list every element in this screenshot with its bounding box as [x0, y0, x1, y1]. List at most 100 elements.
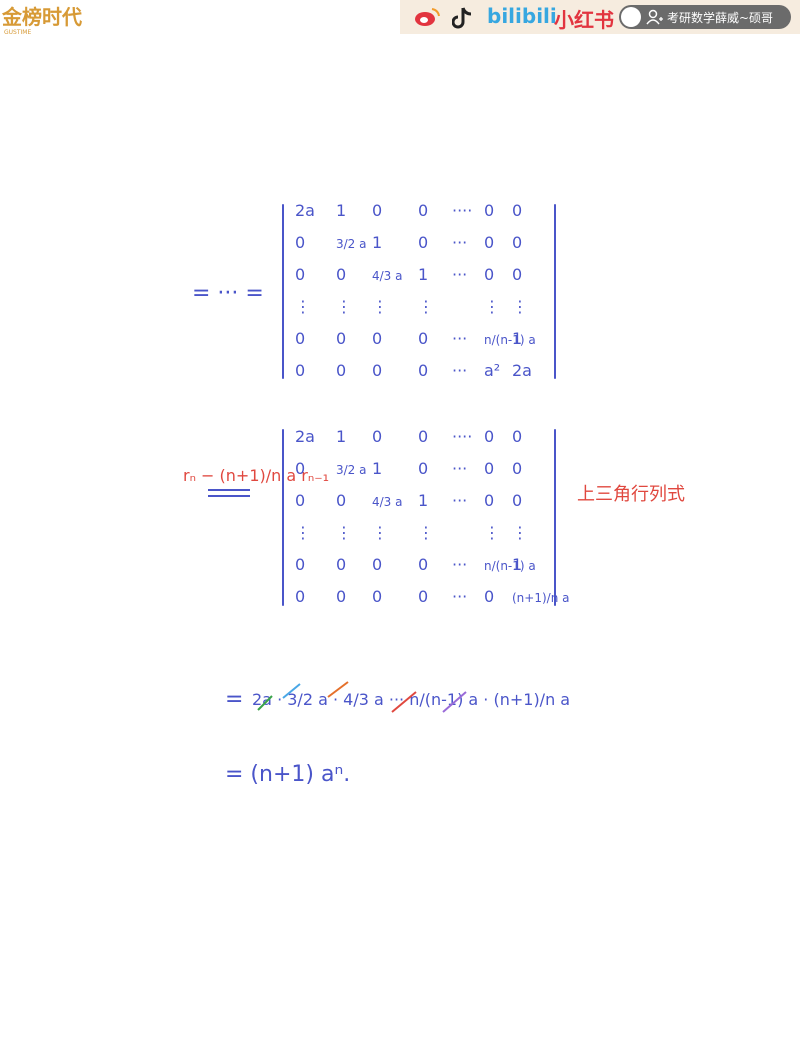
row-operation: rₙ − (n+1)/n a rₙ₋₁: [183, 466, 329, 497]
matrix-cell-r1-c1: 3/2 a: [336, 463, 366, 477]
matrix-cell-r4-c6: 1: [512, 329, 522, 348]
matrix-cell-r1-c1: 3/2 a: [336, 237, 366, 251]
matrix-cell-r1-c6: 0: [512, 459, 522, 478]
equation-3: = 2a · 3/2 a · 4/3 a ··· n/(n-1) a · (n+…: [225, 681, 570, 713]
matrix-cell-r1-c0: 0: [295, 459, 305, 478]
matrix-cell-r5-c2: 0: [372, 361, 382, 380]
matrix-cell-r5-c2: 0: [372, 587, 382, 606]
matrix-cell-r5-c3: 0: [418, 361, 428, 380]
matrix-cell-r0-c2: 0: [372, 201, 382, 220]
matrix-cell-r5-c0: 0: [295, 587, 305, 606]
matrix-cell-r2-c6: 0: [512, 491, 522, 510]
matrix-cell-r3-c5: ⋮: [484, 297, 500, 316]
matrix-cell-r1-c5: 0: [484, 233, 494, 252]
matrix-cell-r4-c4: ···: [452, 555, 467, 574]
matrix-cell-r5-c1: 0: [336, 587, 346, 606]
matrix-cell-r4-c2: 0: [372, 555, 382, 574]
matrix-cell-r5-c6: 2a: [512, 361, 532, 380]
search-pill-text: 考研数学薛威~硕哥: [667, 11, 774, 25]
cancel-stroke-red: [391, 691, 417, 713]
matrix-cell-r0-c2: 0: [372, 427, 382, 446]
matrix-cell-r0-c0: 2a: [295, 427, 315, 446]
user-add-icon: [646, 9, 663, 25]
matrix-cell-r4-c5: n/(n-1) a: [484, 559, 536, 573]
cancel-stroke-blue: [282, 683, 301, 699]
equation-1-prefix: = ··· =: [192, 281, 264, 306]
search-pill[interactable]: 考研数学薛威~硕哥: [619, 5, 791, 29]
matrix-cell-r3-c6: ⋮: [512, 523, 528, 542]
matrix-cell-r4-c0: 0: [295, 555, 305, 574]
row-operation-label: rₙ − (n+1)/n a rₙ₋₁: [183, 466, 329, 485]
cancel-stroke-purple: [442, 691, 467, 713]
matrix-cell-r2-c3: 1: [418, 491, 428, 510]
matrix-cell-r2-c0: 0: [295, 491, 305, 510]
matrix-cell-r2-c5: 0: [484, 265, 494, 284]
matrix-cell-r5-c4: ···: [452, 361, 467, 380]
matrix-cell-r4-c4: ···: [452, 329, 467, 348]
matrix-cell-r0-c3: 0: [418, 201, 428, 220]
matrix-cell-r3-c2: ⋮: [372, 297, 388, 316]
matrix-cell-r5-c0: 0: [295, 361, 305, 380]
matrix-cell-r1-c2: 1: [372, 459, 382, 478]
matrix-cell-r0-c6: 0: [512, 201, 522, 220]
brand-logo: 金榜时代 GUSTIME: [1, 5, 82, 36]
matrix-cell-r2-c0: 0: [295, 265, 305, 284]
matrix-cell-r0-c3: 0: [418, 427, 428, 446]
matrix-cell-r4-c5: n/(n-1) a: [484, 333, 536, 347]
matrix-cell-r0-c5: 0: [484, 201, 494, 220]
matrix-cell-r1-c3: 0: [418, 233, 428, 252]
bilibili-link[interactable]: bilibili: [487, 4, 557, 28]
matrix-cell-r2-c2: 4/3 a: [372, 269, 402, 283]
matrix-cell-r0-c0: 2a: [295, 201, 315, 220]
matrix-cell-r2-c4: ···: [452, 265, 467, 284]
matrix-cell-r5-c5: a²: [484, 361, 500, 380]
matrix-cell-r3-c1: ⋮: [336, 297, 352, 316]
tiktok-icon[interactable]: [452, 6, 474, 30]
matrix-cell-r5-c4: ···: [452, 587, 467, 606]
matrix-cell-r3-c0: ⋮: [295, 523, 311, 542]
cancel-stroke-green: [257, 695, 273, 711]
xiaohongshu-link[interactable]: 小红书: [554, 8, 614, 32]
matrix-cell-r5-c6: (n+1)/n a: [512, 591, 569, 605]
matrix-cell-r4-c3: 0: [418, 329, 428, 348]
matrix-cell-r3-c3: ⋮: [418, 297, 434, 316]
matrix-cell-r4-c0: 0: [295, 329, 305, 348]
matrix-cell-r4-c3: 0: [418, 555, 428, 574]
matrix-cell-r3-c2: ⋮: [372, 523, 388, 542]
matrix-cell-r4-c1: 0: [336, 329, 346, 348]
matrix-cell-r4-c2: 0: [372, 329, 382, 348]
equation-3-equals: =: [225, 687, 243, 712]
matrix-cell-r1-c0: 0: [295, 233, 305, 252]
matrix-cell-r3-c5: ⋮: [484, 523, 500, 542]
upper-triangular-note: 上三角行列式: [577, 484, 685, 505]
matrix-cell-r1-c5: 0: [484, 459, 494, 478]
matrix-cell-r1-c6: 0: [512, 233, 522, 252]
matrix-cell-r0-c4: ····: [452, 201, 472, 220]
matrix-cell-r3-c0: ⋮: [295, 297, 311, 316]
matrix-cell-r1-c4: ···: [452, 459, 467, 478]
matrix-cell-r2-c1: 0: [336, 265, 346, 284]
cancel-stroke-orange: [327, 681, 349, 698]
matrix-cell-r0-c4: ····: [452, 427, 472, 446]
matrix-cell-r0-c1: 1: [336, 427, 346, 446]
matrix-cell-r0-c1: 1: [336, 201, 346, 220]
matrix-cell-r2-c5: 0: [484, 491, 494, 510]
matrix-cell-r1-c3: 0: [418, 459, 428, 478]
matrix-cell-r4-c6: 1: [512, 555, 522, 574]
matrix-cell-r4-c1: 0: [336, 555, 346, 574]
product-expression: 2a · 3/2 a · 4/3 a ··· n/(n-1) a · (n+1)…: [252, 690, 570, 709]
matrix-cell-r0-c5: 0: [484, 427, 494, 446]
matrix-cell-r0-c6: 0: [512, 427, 522, 446]
matrix-cell-r3-c3: ⋮: [418, 523, 434, 542]
brand-logo-subtext: GUSTIME: [4, 29, 31, 36]
matrix-cell-r5-c5: 0: [484, 587, 494, 606]
matrix-cell-r5-c1: 0: [336, 361, 346, 380]
matrix-cell-r2-c4: ···: [452, 491, 467, 510]
matrix-cell-r3-c6: ⋮: [512, 297, 528, 316]
final-result: = (n+1) aⁿ.: [225, 762, 350, 787]
brand-logo-text: 金榜时代: [1, 5, 82, 29]
weibo-icon[interactable]: [413, 6, 441, 28]
